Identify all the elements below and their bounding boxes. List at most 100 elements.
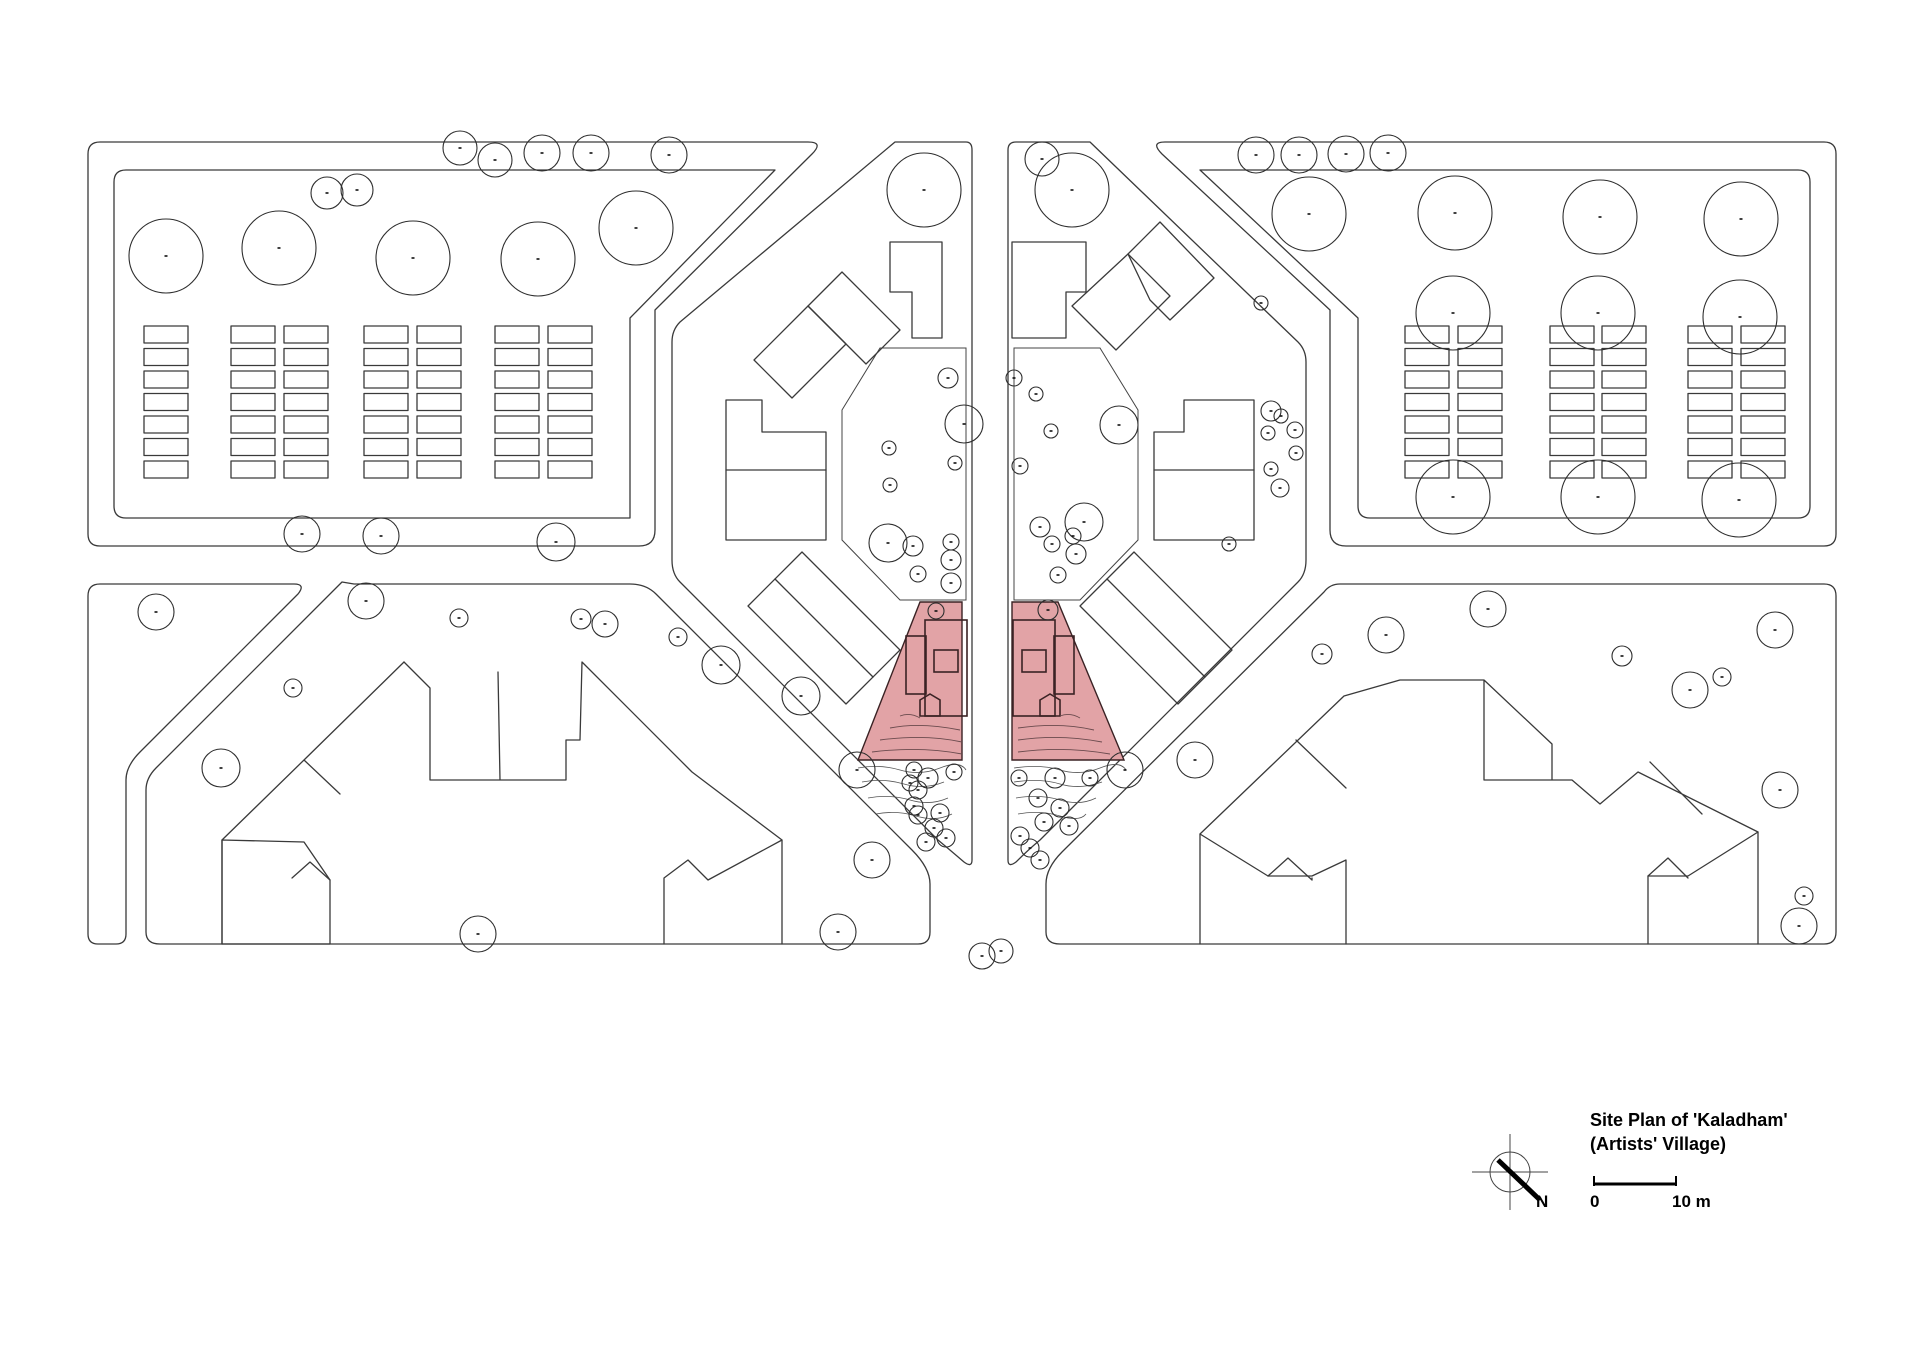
parking-stall	[1740, 325, 1786, 344]
tree-icon	[449, 608, 469, 628]
parking-stall	[283, 460, 329, 479]
tree-trunk-mark	[1451, 312, 1455, 314]
tree-icon	[523, 134, 561, 172]
tree-trunk-mark	[1688, 689, 1692, 691]
block-top-right	[1156, 141, 1837, 547]
parking-stall	[363, 437, 409, 457]
tree-trunk-mark	[888, 484, 892, 486]
tree-trunk-mark	[1088, 777, 1092, 779]
tree-trunk-mark	[1266, 432, 1270, 434]
tree-trunk-mark	[476, 933, 480, 935]
tree-trunk-mark	[676, 636, 680, 638]
tree-icon	[347, 582, 385, 620]
tree-trunk-mark	[1040, 158, 1044, 160]
tree-trunk-mark	[1344, 153, 1348, 155]
tree-trunk-mark	[1070, 189, 1074, 191]
north-label: N	[1536, 1192, 1549, 1211]
parking-stall	[1549, 370, 1595, 389]
tree-icon	[940, 549, 962, 571]
parking-stall	[143, 392, 189, 412]
parking-stall	[230, 370, 276, 389]
tree-icon	[283, 678, 303, 698]
tree-trunk-mark	[379, 535, 383, 537]
tree-icon	[1369, 134, 1407, 172]
tree-icon	[668, 627, 688, 647]
tree-trunk-mark	[934, 610, 938, 612]
tree-trunk-mark	[1720, 676, 1724, 678]
tree-icon	[1286, 421, 1304, 439]
parking-stall	[1601, 370, 1647, 389]
tree-icon	[1260, 400, 1282, 422]
tree-trunk-mark	[1067, 825, 1071, 827]
tree-trunk-mark	[1038, 526, 1042, 528]
tree-icon	[1702, 279, 1778, 355]
parking-stall	[1457, 437, 1503, 457]
tree-icon	[375, 220, 451, 296]
parking-stall	[1687, 437, 1733, 457]
parking-stall	[363, 325, 409, 344]
tree-trunk-mark	[1739, 218, 1743, 220]
tree-trunk-mark	[554, 541, 558, 543]
octagon-right	[1007, 141, 1307, 866]
parking-stall	[1601, 392, 1647, 412]
tree-icon	[1415, 275, 1491, 351]
tree-trunk-mark	[1049, 430, 1053, 432]
tree-trunk-mark	[493, 159, 497, 161]
tree-trunk-mark	[999, 950, 1003, 952]
tree-icon	[1271, 176, 1347, 252]
tree-trunk-mark	[1620, 655, 1624, 657]
parking-stall	[143, 415, 189, 434]
tree-trunk-mark	[300, 533, 304, 535]
tree-trunk-mark	[1071, 535, 1075, 537]
parking-stall	[230, 347, 276, 367]
tree-trunk-mark	[953, 462, 957, 464]
tree-trunk-mark	[1278, 487, 1282, 489]
tree-trunk-mark	[277, 247, 281, 249]
parking-stall	[494, 392, 540, 412]
tree-icon	[598, 190, 674, 266]
tree-trunk-mark	[355, 189, 359, 191]
tree-icon	[937, 367, 959, 389]
parking-stall	[416, 325, 462, 344]
tree-trunk-mark	[1596, 312, 1600, 314]
tree-trunk-mark	[1778, 789, 1782, 791]
tree-trunk-mark	[1293, 429, 1297, 431]
tree-icon	[936, 828, 956, 848]
north-arrow	[1472, 1134, 1548, 1210]
tree-icon	[1560, 459, 1636, 535]
tree-trunk-mark	[1320, 653, 1324, 655]
tree-icon	[1671, 671, 1709, 709]
tree-icon	[945, 763, 963, 781]
tree-icon	[1020, 838, 1040, 858]
tree-trunk-mark	[667, 154, 671, 156]
tree-icon	[1560, 275, 1636, 351]
parking-stall	[1740, 392, 1786, 412]
tree-trunk-mark	[980, 955, 984, 957]
tree-trunk-mark	[932, 827, 936, 829]
parking-stall	[230, 437, 276, 457]
parking-stall	[1404, 325, 1450, 344]
parking-stalls-top-left	[143, 325, 593, 479]
tree-trunk-mark	[1082, 521, 1086, 523]
tree-icon	[459, 915, 497, 953]
tree-icon	[1034, 152, 1110, 228]
tree-icon	[1756, 611, 1794, 649]
parking-stall	[547, 392, 593, 412]
tree-icon	[1237, 136, 1275, 174]
parking-stall	[1404, 347, 1450, 367]
tree-trunk-mark	[1384, 634, 1388, 636]
tree-icon	[1005, 369, 1023, 387]
parking-stall	[1601, 325, 1647, 344]
tree-icon	[442, 130, 478, 166]
tree-trunk-mark	[912, 769, 916, 771]
tree-trunk-mark	[1451, 496, 1455, 498]
parking-stall	[1601, 415, 1647, 434]
tree-trunk-mark	[916, 789, 920, 791]
tree-trunk-mark	[836, 931, 840, 933]
tree-trunk-mark	[1307, 213, 1311, 215]
tree-icon	[1273, 408, 1289, 424]
tree-icon	[1611, 645, 1633, 667]
tree-icon	[340, 173, 374, 207]
parking-stall	[283, 392, 329, 412]
parking-stall	[1740, 347, 1786, 367]
